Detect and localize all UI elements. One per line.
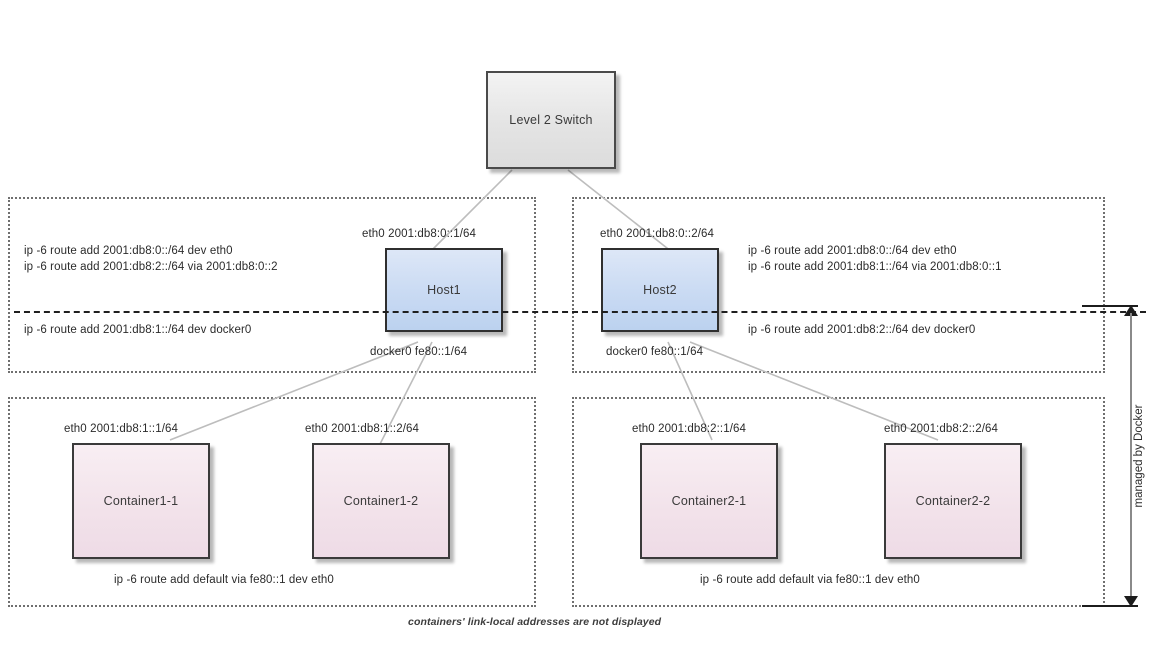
host2-route-line-2: ip -6 route add 2001:db8:1::/64 via 2001… [748,261,1002,273]
host-docker-boundary-line [14,311,1146,313]
host2-route-line-1: ip -6 route add 2001:db8:0::/64 dev eth0 [748,245,957,257]
diagram-footnote: containers' link-local addresses are not… [408,616,662,628]
container2-2-eth0-label: eth0 2001:db8:2::2/64 [884,423,999,435]
host2-docker0-label: docker0 fe80::1/64 [606,346,704,358]
host1-eth0-label: eth0 2001:db8:0::1/64 [362,228,477,240]
host1-docker0-label: docker0 fe80::1/64 [370,346,468,358]
bracket-arrow-down-icon [1124,596,1138,607]
node-container1-1[interactable]: Container1-1 [72,443,210,559]
node-container2-1[interactable]: Container2-1 [640,443,778,559]
container1-1-eth0-label: eth0 2001:db8:1::1/64 [64,423,179,435]
host2-eth0-label: eth0 2001:db8:0::2/64 [600,228,715,240]
host2-label: Host2 [643,283,677,297]
host1-route-line-1: ip -6 route add 2001:db8:0::/64 dev eth0 [24,245,233,257]
node-container1-2[interactable]: Container1-2 [312,443,450,559]
node-host2[interactable]: Host2 [601,248,719,332]
container2-2-label: Container2-2 [915,494,991,508]
managed-by-docker-label: managed by Docker [1133,404,1145,508]
container2-1-label: Container2-1 [671,494,747,508]
container1-2-eth0-label: eth0 2001:db8:1::2/64 [305,423,420,435]
container1-1-label: Container1-1 [103,494,179,508]
bracket-bottom-tick [1082,605,1138,607]
switch-label: Level 2 Switch [509,113,593,127]
container1-2-label: Container1-2 [343,494,419,508]
node-host1[interactable]: Host1 [385,248,503,332]
node-container2-2[interactable]: Container2-2 [884,443,1022,559]
bracket-top-tick [1082,305,1138,307]
node-level2-switch[interactable]: Level 2 Switch [486,71,616,169]
managed-by-docker-bracket [1082,305,1138,607]
host2-containers-default-route: ip -6 route add default via fe80::1 dev … [700,574,920,586]
host1-docker-route: ip -6 route add 2001:db8:1::/64 dev dock… [24,324,252,336]
host2-docker-route: ip -6 route add 2001:db8:2::/64 dev dock… [748,324,976,336]
bracket-arrow-up-icon [1124,305,1138,316]
container2-1-eth0-label: eth0 2001:db8:2::1/64 [632,423,747,435]
host1-route-line-2: ip -6 route add 2001:db8:2::/64 via 2001… [24,261,278,273]
host1-label: Host1 [427,283,461,297]
bracket-shaft [1130,313,1132,599]
host1-containers-default-route: ip -6 route add default via fe80::1 dev … [114,574,334,586]
